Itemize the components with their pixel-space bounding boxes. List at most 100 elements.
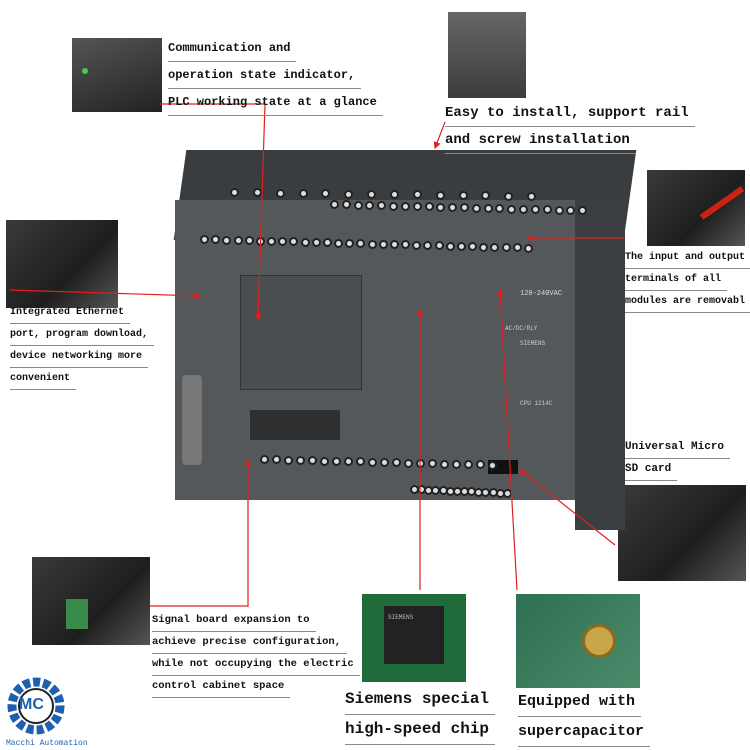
caption-line: port, program download, (10, 324, 155, 346)
caption-install: Easy to install, support rail and screw … (445, 100, 695, 154)
chip-label: SIEMENS (384, 606, 444, 664)
screw-terminal (502, 488, 512, 498)
screw-terminal (423, 241, 433, 250)
caption-line: high-speed chip (345, 715, 496, 745)
caption-line: Integrated Ethernet (10, 302, 131, 324)
screw-terminal (211, 235, 221, 245)
screw-terminal (412, 190, 422, 200)
screw-terminal (344, 457, 353, 467)
screw-terminal (368, 457, 377, 467)
screw-terminal (527, 191, 537, 201)
logo-initials: MC (19, 696, 44, 713)
screw-terminal (519, 204, 529, 214)
screw-terminal (554, 205, 564, 215)
caption-line: Communication and (168, 35, 297, 62)
caption-line: Easy to install, support rail (445, 100, 695, 127)
screw-terminal (440, 459, 449, 469)
sdcard-photo (618, 485, 746, 581)
caption-indicator: Communication and operation state indica… (168, 35, 383, 116)
screw-terminal (230, 188, 239, 197)
screw-terminal (490, 242, 500, 252)
power-label: AC/DC/RLY (505, 325, 538, 332)
screw-terminal (483, 203, 493, 213)
screw-terminal (222, 235, 232, 245)
caption-line: and screw installation (445, 127, 636, 154)
screw-terminal (448, 203, 458, 212)
screw-terminal (334, 238, 343, 248)
caption-ethernet: Integrated Ethernet port, program downlo… (10, 302, 155, 390)
arrow-ethernet (9, 289, 202, 300)
chip-photo: SIEMENS (362, 594, 466, 682)
arrow-sdcard (519, 469, 616, 546)
caption-supercap: Equipped with supercapacitor (518, 687, 651, 747)
screw-terminal (365, 200, 375, 210)
screw-terminal (512, 243, 522, 253)
screw-terminal (542, 205, 552, 215)
screw-terminal (389, 240, 399, 250)
caption-line: Siemens special (345, 685, 496, 715)
arrow-indicator (160, 103, 266, 322)
screw-terminal (244, 236, 254, 246)
brand-label: SIEMENS (520, 340, 546, 347)
screw-terminal (321, 189, 331, 199)
screw-terminal (507, 204, 517, 214)
screw-terminal (344, 189, 354, 199)
caption-signal-board: Signal board expansion to achieve precis… (152, 610, 360, 698)
indicator-photo (72, 38, 162, 112)
screw-terminal (488, 460, 497, 470)
screw-terminal (332, 456, 341, 466)
screw-terminal (530, 205, 540, 215)
screw-terminal (367, 189, 377, 199)
screw-terminal (476, 460, 485, 470)
screw-terminal (289, 237, 299, 247)
screw-terminal (456, 241, 466, 251)
screw-terminal (356, 457, 365, 467)
terminal-photo (647, 170, 745, 246)
screw-terminal (260, 455, 269, 464)
voltage-label: 120-240VAC (520, 290, 563, 298)
screw-terminal (200, 235, 209, 244)
caption-line: Signal board expansion to (152, 610, 316, 632)
screw-terminal (353, 200, 363, 210)
screw-terminal (434, 241, 444, 251)
rail-mount-photo (448, 12, 526, 98)
screw-terminal (523, 243, 533, 253)
caption-chip: Siemens special high-speed chip (345, 685, 496, 745)
arrow-install (433, 121, 446, 150)
screw-terminal (481, 191, 491, 201)
screw-terminal (298, 188, 308, 198)
caption-line: modules are removabl (625, 291, 750, 313)
screw-terminal (345, 238, 355, 248)
screw-terminal (378, 239, 388, 249)
screw-terminal (272, 455, 281, 465)
screw-terminal (278, 237, 288, 247)
logo-text: Macchi Automation (6, 739, 88, 748)
screw-terminal (377, 201, 387, 211)
caption-line: while not occupying the electric (152, 654, 360, 676)
arrow-supercap (496, 288, 518, 591)
screw-terminal (233, 235, 243, 245)
screw-terminal (504, 191, 514, 201)
screw-terminal (501, 243, 511, 253)
caption-sdcard: Universal Micro SD card (625, 437, 731, 481)
screw-terminal (460, 203, 469, 213)
screw-terminal (330, 200, 339, 209)
caption-terminals: The input and output terminals of all mo… (625, 247, 750, 313)
screw-terminal (400, 201, 410, 211)
caption-line: supercapacitor (518, 717, 651, 747)
screw-terminal (296, 455, 305, 465)
screw-terminal (464, 460, 473, 470)
screw-terminal (471, 203, 481, 213)
screw-terminal (458, 191, 468, 200)
screw-terminal (404, 458, 413, 468)
caption-line: The input and output (625, 247, 750, 269)
screw-terminal (356, 239, 366, 249)
screw-terminal (401, 240, 410, 250)
caption-line: SD card (625, 459, 678, 481)
caption-line: achieve precise configuration, (152, 632, 348, 654)
screw-terminal (275, 188, 285, 198)
screw-terminal (436, 202, 446, 212)
screw-terminal (428, 459, 437, 469)
screw-terminal (389, 201, 399, 211)
